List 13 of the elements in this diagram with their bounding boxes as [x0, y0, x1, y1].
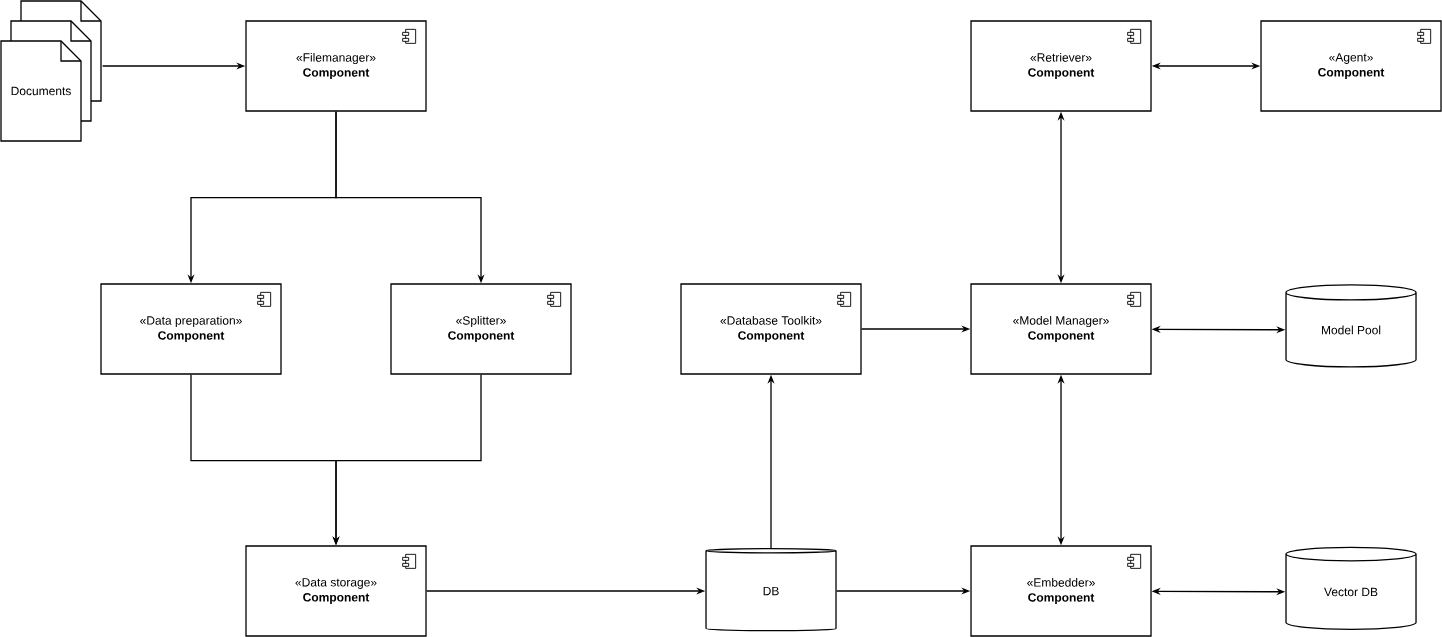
documents-drawing: Documents [0, 0, 102, 142]
component-box: «Data storage» Component [245, 545, 427, 637]
component-box: «Data preparation» Component [100, 283, 282, 375]
component-box: «Agent» Component [1260, 20, 1442, 112]
component-box: «Embedder» Component [970, 545, 1152, 637]
component-box: «Splitter» Component [390, 283, 572, 375]
component-box: «Filemanager» Component [245, 20, 427, 112]
database-cylinder: DB [705, 548, 837, 632]
database-cylinder: Model Pool [1285, 284, 1417, 368]
component-box: «Database Toolkit» Component [680, 283, 862, 375]
component-box: «Model Manager» Component [970, 283, 1152, 375]
component-box: «Retriever» Component [970, 20, 1152, 112]
database-cylinder: Vector DB [1285, 546, 1417, 630]
